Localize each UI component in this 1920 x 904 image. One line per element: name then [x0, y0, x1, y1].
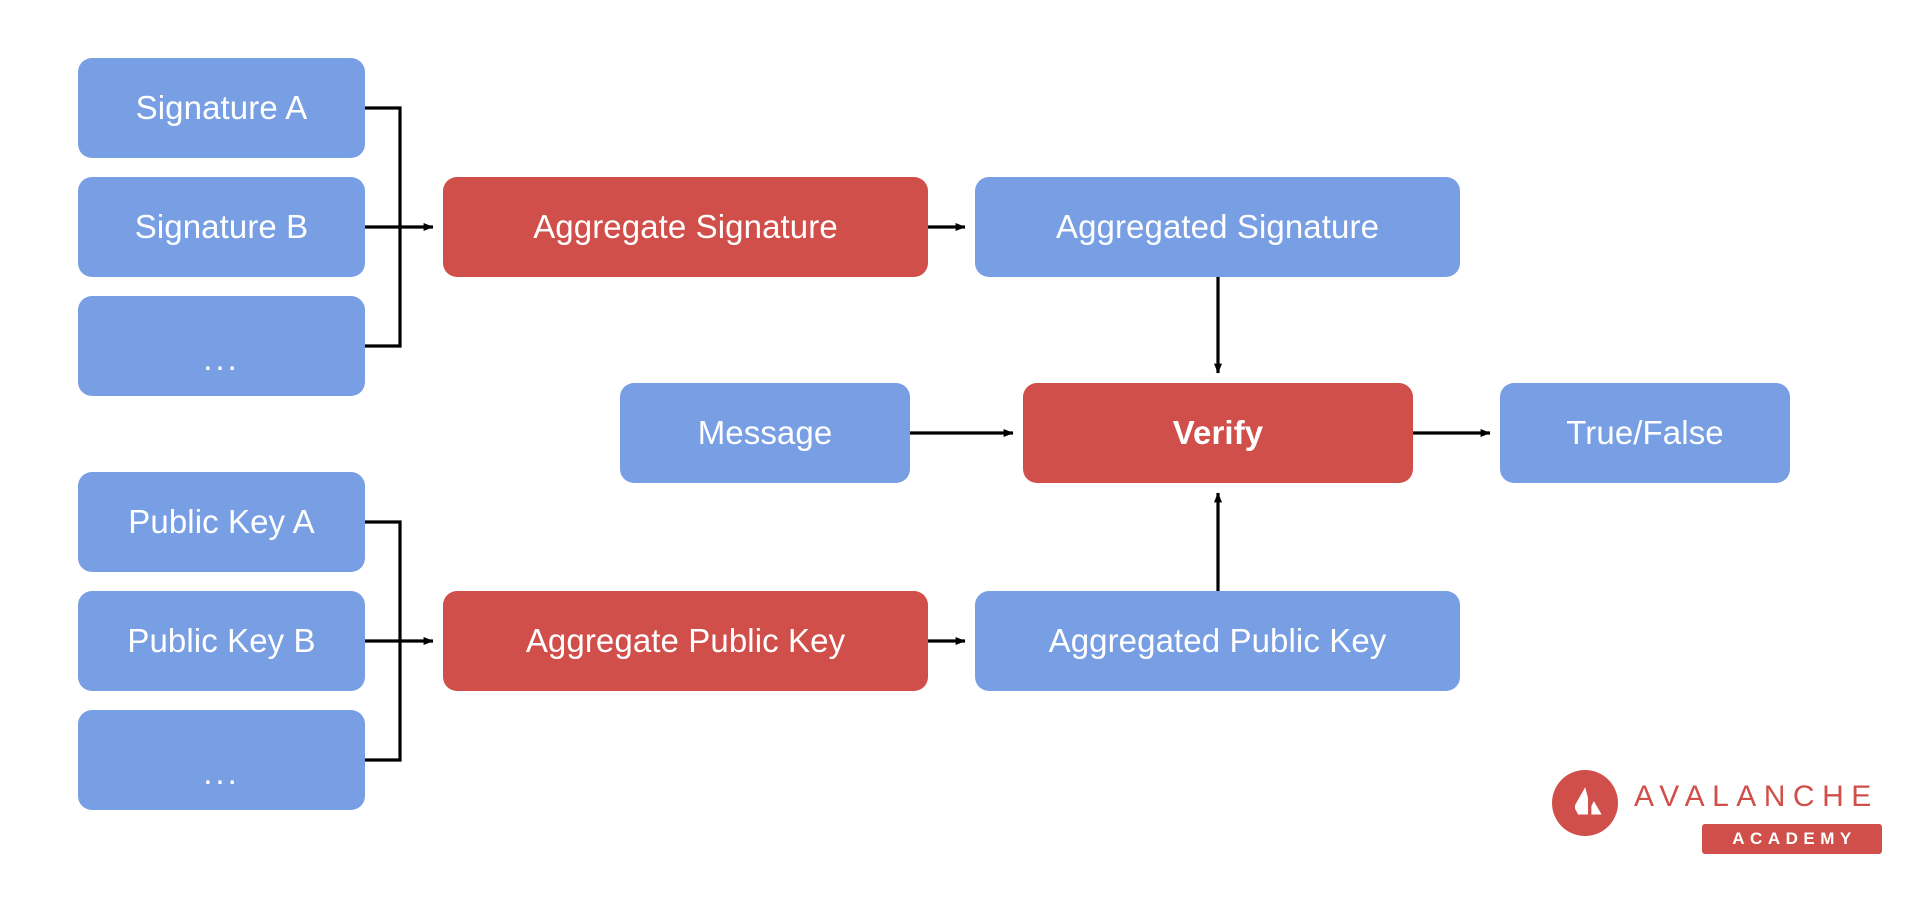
node-label: Aggregate Signature	[533, 207, 838, 245]
node-aggregate-public-key[interactable]: Aggregate Public Key	[443, 591, 928, 691]
academy-label: ACADEMY	[1732, 829, 1857, 848]
node-public-key-a[interactable]: Public Key A	[78, 472, 365, 572]
node-label: Public Key B	[127, 621, 316, 659]
avalanche-triangle-icon	[1574, 787, 1602, 815]
edge-signature-bus	[365, 106, 434, 348]
node-public-key-b[interactable]: Public Key B	[78, 591, 365, 691]
node-label: Aggregated Public Key	[1048, 621, 1387, 659]
node-label: True/False	[1566, 413, 1724, 451]
node-aggregated-public-key[interactable]: Aggregated Public Key	[975, 591, 1460, 691]
node-public-key-more[interactable]: ...	[78, 710, 365, 810]
node-label: Aggregated Signature	[1055, 207, 1380, 245]
edge-public-key-bus	[365, 520, 434, 762]
node-true-false[interactable]: True/False	[1500, 383, 1790, 483]
node-label: ...	[203, 339, 240, 377]
avalanche-logo-icon	[1552, 770, 1618, 836]
node-label: Aggregate Public Key	[525, 621, 846, 659]
node-signature-a[interactable]: Signature A	[78, 58, 365, 158]
node-label: Signature B	[134, 207, 309, 245]
node-verify[interactable]: Verify	[1023, 383, 1413, 483]
avalanche-wordmark: AVALANCHE	[1634, 780, 1879, 813]
node-signature-more[interactable]: ...	[78, 296, 365, 396]
node-signature-b[interactable]: Signature B	[78, 177, 365, 277]
avalanche-academy-logo: AVALANCHE ACADEMY	[1552, 766, 1882, 866]
node-label: Message	[697, 413, 833, 451]
node-message[interactable]: Message	[620, 383, 910, 483]
academy-badge: ACADEMY	[1702, 824, 1882, 854]
node-label: ...	[203, 753, 240, 791]
node-label: Signature A	[135, 88, 308, 126]
node-label: Verify	[1172, 413, 1264, 451]
node-aggregate-signature[interactable]: Aggregate Signature	[443, 177, 928, 277]
node-label: Public Key A	[128, 502, 315, 540]
node-aggregated-signature[interactable]: Aggregated Signature	[975, 177, 1460, 277]
